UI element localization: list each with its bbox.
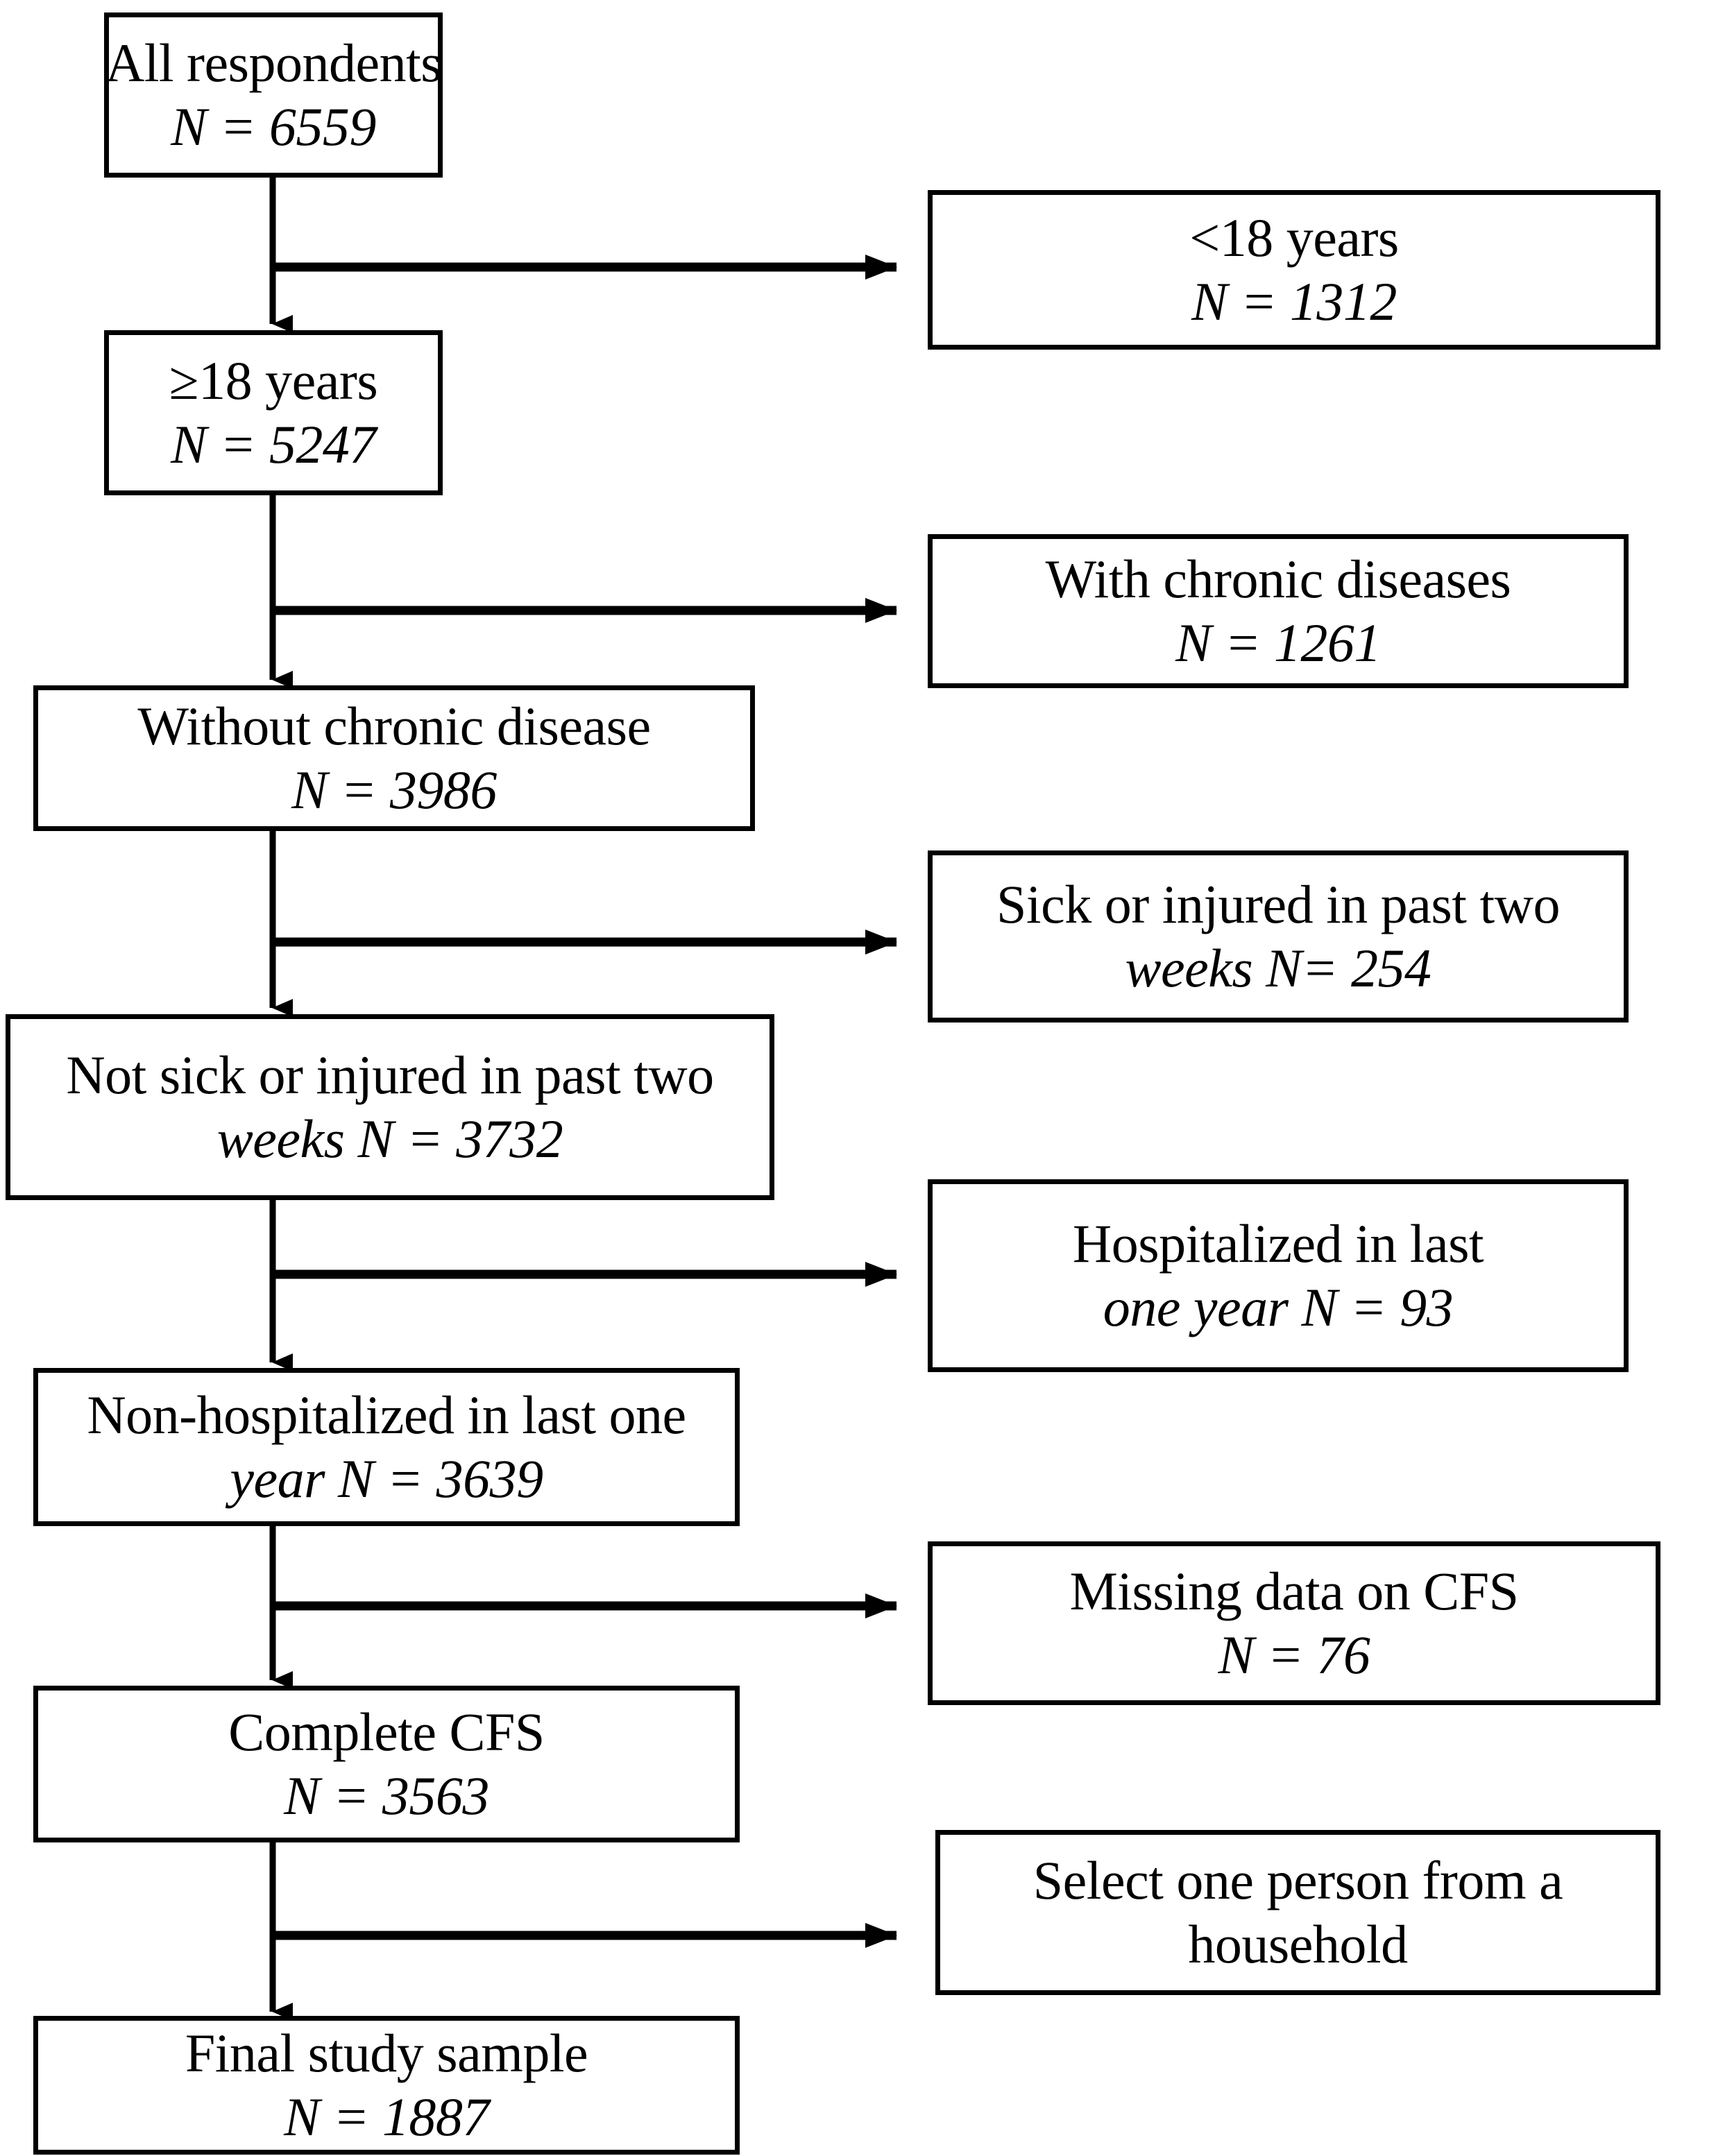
node-adults-label: ≥18 years	[169, 350, 378, 411]
node-all-respondents-count: N = 6559	[171, 96, 376, 157]
node-sick-or-injured[interactable]: Sick or injured in past two weeks N= 254	[928, 850, 1629, 1023]
node-missing-cfs[interactable]: Missing data on CFS N = 76	[928, 1541, 1660, 1705]
node-without-chronic-disease-count: N = 3986	[291, 760, 497, 820]
node-all-respondents-label: All respondents	[105, 32, 442, 93]
node-final-study-sample-count: N = 1887	[284, 2087, 489, 2147]
node-sick-or-injured-label: Sick or injured in past two	[996, 873, 1560, 934]
node-select-one-person-sub: household	[1188, 1914, 1408, 1974]
node-missing-cfs-label: Missing data on CFS	[1069, 1560, 1519, 1621]
node-not-sick-or-injured[interactable]: Not sick or injured in past two weeks N …	[6, 1014, 774, 1200]
node-select-one-person-label: Select one person from a	[1033, 1849, 1563, 1910]
node-not-sick-or-injured-label: Not sick or injured in past two	[66, 1044, 714, 1105]
node-with-chronic-diseases-label: With chronic diseases	[1045, 548, 1511, 609]
node-hospitalized-label: Hospitalized in last	[1072, 1213, 1484, 1274]
node-without-chronic-disease-label: Without chronic disease	[137, 695, 651, 756]
node-under-18-label: <18 years	[1189, 207, 1399, 268]
node-under-18-count: N = 1312	[1191, 271, 1397, 332]
node-select-one-person[interactable]: Select one person from a household	[935, 1830, 1660, 1995]
node-hospitalized[interactable]: Hospitalized in last one year N = 93	[928, 1179, 1629, 1372]
node-complete-cfs[interactable]: Complete CFS N = 3563	[33, 1686, 740, 1842]
node-not-sick-or-injured-count: weeks N = 3732	[216, 1109, 563, 1169]
node-adults[interactable]: ≥18 years N = 5247	[104, 330, 443, 495]
node-non-hospitalized[interactable]: Non-hospitalized in last one year N = 36…	[33, 1368, 740, 1526]
node-all-respondents[interactable]: All respondents N = 6559	[104, 12, 443, 178]
node-with-chronic-diseases[interactable]: With chronic diseases N = 1261	[928, 534, 1629, 688]
node-missing-cfs-count: N = 76	[1218, 1625, 1370, 1685]
node-non-hospitalized-count: year N = 3639	[230, 1448, 543, 1509]
node-sick-or-injured-count: weeks N= 254	[1125, 938, 1431, 998]
node-final-study-sample[interactable]: Final study sample N = 1887	[33, 2016, 740, 2155]
node-without-chronic-disease[interactable]: Without chronic disease N = 3986	[33, 685, 755, 831]
node-hospitalized-count: one year N = 93	[1103, 1277, 1454, 1337]
node-with-chronic-diseases-count: N = 1261	[1175, 613, 1381, 673]
node-final-study-sample-label: Final study sample	[185, 2022, 588, 2083]
node-non-hospitalized-label: Non-hospitalized in last one	[87, 1384, 686, 1445]
node-adults-count: N = 5247	[171, 414, 376, 474]
node-under-18[interactable]: <18 years N = 1312	[928, 190, 1660, 350]
node-complete-cfs-label: Complete CFS	[228, 1701, 545, 1762]
node-complete-cfs-count: N = 3563	[284, 1765, 489, 1826]
